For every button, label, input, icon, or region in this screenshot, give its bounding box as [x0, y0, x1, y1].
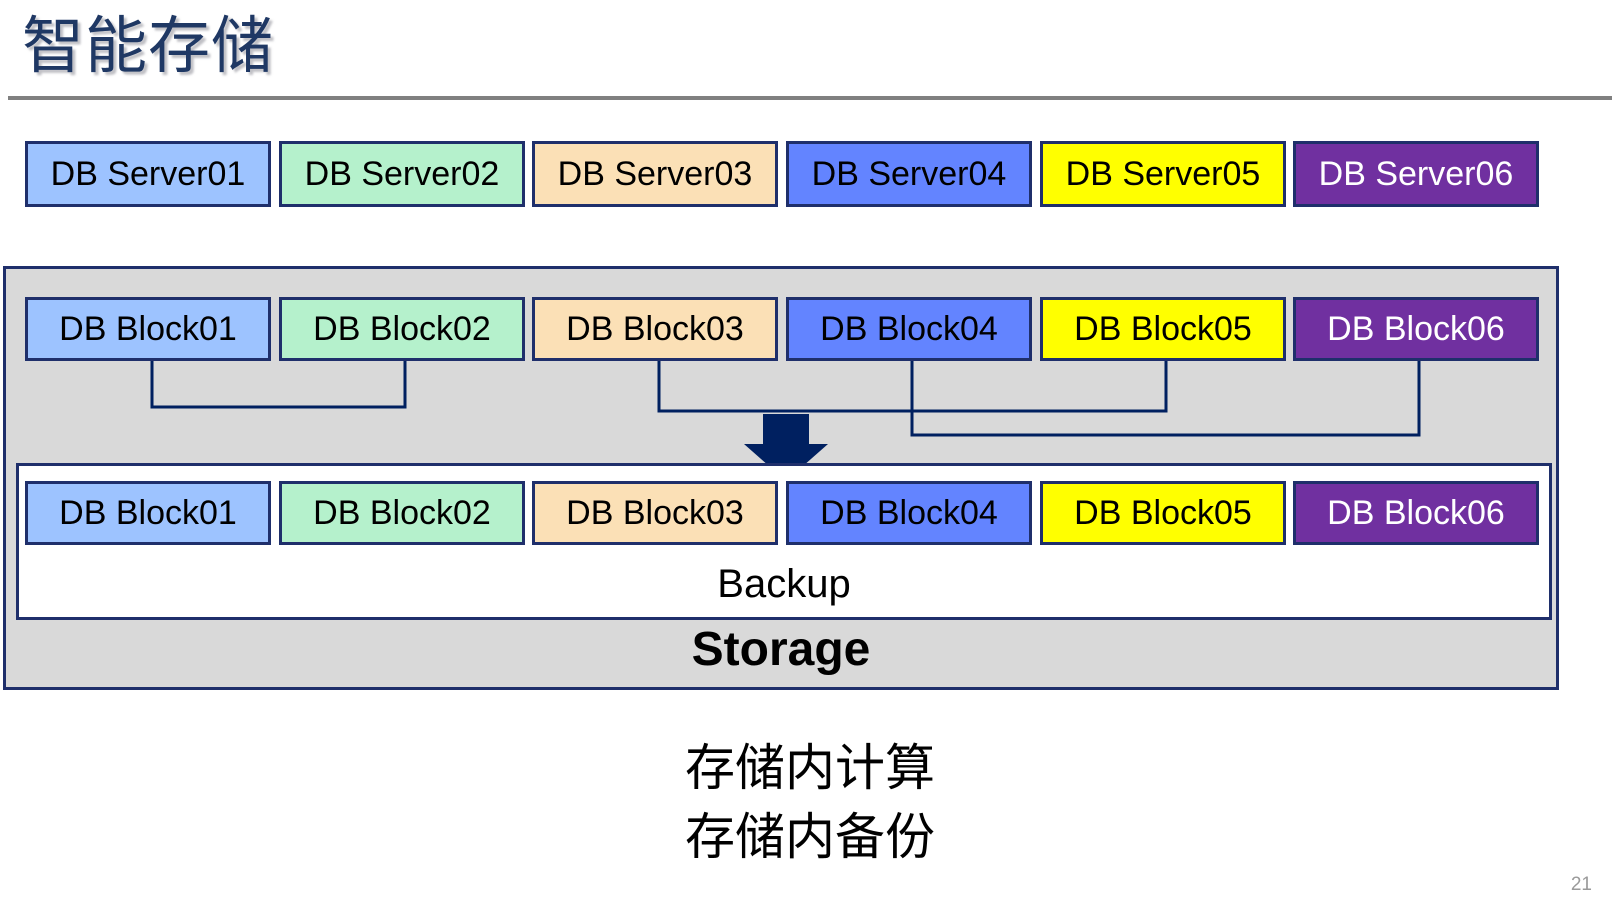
db-server-box-label: DB Server05: [1065, 155, 1261, 193]
db-server-box-label: DB Server02: [304, 155, 500, 193]
page-number: 21: [1570, 874, 1592, 895]
backup-db-block-box-label: DB Block02: [313, 494, 491, 532]
title-divider: [8, 96, 1612, 100]
db-server-box-1: DB Server01: [25, 141, 271, 207]
db-server-box-label: DB Server03: [557, 155, 753, 193]
db-server-box-2: DB Server02: [279, 141, 525, 207]
db-server-box-4: DB Server04: [786, 141, 1032, 207]
backup-db-block-box-label: DB Block06: [1327, 494, 1505, 532]
caption-block: 存储内计算 存储内备份: [0, 734, 1620, 872]
db-block-box-label: DB Block06: [1327, 310, 1505, 348]
caption-line-1: 存储内计算: [685, 740, 935, 796]
backup-db-block-box-4: DB Block04: [786, 481, 1032, 545]
db-server-box-label: DB Server01: [50, 155, 246, 193]
backup-db-block-box-2: DB Block02: [279, 481, 525, 545]
db-block-box-label: DB Block05: [1074, 310, 1252, 348]
connector-block04-block06: [910, 357, 1421, 437]
backup-db-block-box-label: DB Block01: [59, 494, 237, 532]
backup-db-block-box-label: DB Block04: [820, 494, 998, 532]
backup-box: Backup DB Block01 DB Block02 DB Block03 DB …: [16, 463, 1552, 620]
db-block-box-label: DB Block02: [313, 310, 491, 348]
backup-db-block-box-label: DB Block03: [566, 494, 744, 532]
db-server-box-6: DB Server06: [1293, 141, 1539, 207]
db-block-box-label: DB Block01: [59, 310, 237, 348]
db-block-box-2: DB Block02: [279, 297, 525, 361]
backup-db-block-box-1: DB Block01: [25, 481, 271, 545]
backup-db-block-box-5: DB Block05: [1040, 481, 1286, 545]
storage-label: Storage: [691, 623, 871, 676]
backup-db-block-box-6: DB Block06: [1293, 481, 1539, 545]
page-title: 智能存储: [22, 12, 275, 81]
db-block-box-1: DB Block01: [25, 297, 271, 361]
connector-block01-block02: [150, 357, 407, 409]
db-block-box-4: DB Block04: [786, 297, 1032, 361]
backup-db-block-box-3: DB Block03: [532, 481, 778, 545]
connector-block03-block05: [657, 357, 1168, 413]
db-block-box-6: DB Block06: [1293, 297, 1539, 361]
backup-label: Backup: [717, 562, 851, 606]
backup-db-block-box-label: DB Block05: [1074, 494, 1252, 532]
down-arrow-icon: [744, 414, 828, 469]
db-server-box-label: DB Server04: [811, 155, 1007, 193]
db-block-box-5: DB Block05: [1040, 297, 1286, 361]
storage-container: Backup DB Block01 DB Block02 DB Block03 DB …: [3, 266, 1559, 690]
db-server-box-5: DB Server05: [1040, 141, 1286, 207]
db-block-box-label: DB Block03: [566, 310, 744, 348]
db-server-box-label: DB Server06: [1318, 155, 1514, 193]
db-block-box-label: DB Block04: [820, 310, 998, 348]
db-server-box-3: DB Server03: [532, 141, 778, 207]
db-block-box-3: DB Block03: [532, 297, 778, 361]
caption-line-2: 存储内备份: [685, 809, 935, 865]
